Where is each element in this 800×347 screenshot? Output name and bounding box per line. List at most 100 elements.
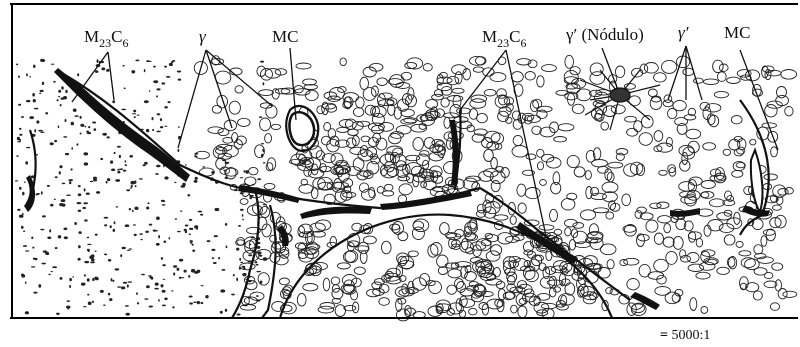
precipitate-speck xyxy=(184,229,187,231)
precipitate-speck xyxy=(42,82,44,85)
precipitate-speck xyxy=(156,217,160,220)
precipitate-speck xyxy=(145,231,149,233)
precipitate-speck xyxy=(240,209,244,211)
precipitate-speck xyxy=(47,237,51,240)
precipitate-speck xyxy=(141,274,145,276)
precipitate-speck xyxy=(41,191,43,194)
precipitate-speck xyxy=(84,274,86,276)
precipitate-speck xyxy=(94,277,98,279)
precipitate-speck xyxy=(68,179,73,181)
precipitate-speck xyxy=(134,116,136,118)
precipitate-speck xyxy=(31,237,33,240)
precipitate-speck xyxy=(149,90,151,91)
precipitate-speck xyxy=(40,90,44,92)
precipitate-speck xyxy=(116,206,119,207)
precipitate-speck xyxy=(93,177,97,180)
precipitate-speck xyxy=(201,302,204,304)
precipitate-speck xyxy=(215,208,220,211)
precipitate-speck xyxy=(162,201,165,202)
precipitate-speck xyxy=(178,149,180,152)
precipitate-speck xyxy=(169,63,173,66)
precipitate-speck xyxy=(90,261,95,263)
precipitate-speck xyxy=(72,276,74,277)
precipitate-speck xyxy=(202,166,205,167)
precipitate-speck xyxy=(189,219,192,221)
precipitate-speck xyxy=(128,281,133,282)
precipitate-speck xyxy=(33,65,36,68)
precipitate-speck xyxy=(194,225,198,228)
precipitate-speck xyxy=(78,231,81,234)
precipitate-speck xyxy=(263,162,266,163)
precipitate-speck xyxy=(57,99,59,101)
precipitate-speck xyxy=(69,285,71,288)
precipitate-speck xyxy=(62,183,66,185)
precipitate-speck xyxy=(131,70,135,73)
precipitate-speck xyxy=(240,177,243,178)
precipitate-speck xyxy=(226,245,228,248)
precipitate-speck xyxy=(137,115,140,116)
precipitate-speck xyxy=(144,298,148,300)
precipitate-speck xyxy=(189,228,193,230)
precipitate-speck xyxy=(115,179,120,182)
precipitate-speck xyxy=(133,224,136,225)
precipitate-speck xyxy=(84,126,86,128)
precipitate-speck xyxy=(156,131,161,133)
precipitate-speck xyxy=(174,182,176,183)
precipitate-speck xyxy=(18,104,21,106)
precipitate-speck xyxy=(78,185,81,187)
precipitate-speck xyxy=(112,100,115,103)
precipitate-speck xyxy=(161,82,165,84)
precipitate-speck xyxy=(173,265,177,267)
precipitate-speck xyxy=(240,262,243,263)
precipitate-speck xyxy=(36,154,38,156)
precipitate-speck xyxy=(155,173,159,175)
precipitate-speck xyxy=(129,248,132,249)
precipitate-speck xyxy=(125,164,127,166)
precipitate-speck xyxy=(38,130,43,132)
precipitate-speck xyxy=(67,307,69,310)
precipitate-speck xyxy=(156,88,160,90)
precipitate-speck xyxy=(189,296,193,298)
precipitate-speck xyxy=(32,93,35,97)
precipitate-speck xyxy=(125,305,129,307)
precipitate-speck xyxy=(84,152,89,155)
precipitate-speck xyxy=(17,141,21,142)
precipitate-speck xyxy=(237,314,241,316)
precipitate-speck xyxy=(33,99,36,102)
precipitate-speck xyxy=(212,257,215,259)
precipitate-speck xyxy=(86,193,90,195)
precipitate-speck xyxy=(129,208,131,210)
precipitate-speck xyxy=(39,93,41,94)
label-gamma-prime-nodule: γ′ (Nódulo) xyxy=(565,25,644,44)
precipitate-speck xyxy=(164,106,168,108)
precipitate-speck xyxy=(41,263,46,265)
precipitate-speck xyxy=(22,274,26,277)
precipitate-speck xyxy=(194,180,198,183)
precipitate-speck xyxy=(132,113,136,114)
precipitate-speck xyxy=(104,217,109,219)
precipitate-speck xyxy=(90,181,93,182)
precipitate-speck xyxy=(164,241,167,243)
precipitate-speck xyxy=(95,234,98,236)
precipitate-speck xyxy=(185,225,189,227)
label-mc-left: MC xyxy=(272,27,298,46)
precipitate-speck xyxy=(69,278,72,281)
precipitate-speck xyxy=(129,155,133,158)
precipitate-speck xyxy=(107,178,110,181)
precipitate-speck xyxy=(84,162,88,165)
precipitate-speck xyxy=(51,64,55,65)
scale-bar-label: = 5000:1 xyxy=(660,328,710,343)
precipitate-speck xyxy=(38,284,41,288)
precipitate-speck xyxy=(139,178,143,179)
precipitate-speck xyxy=(149,276,152,278)
precipitate-speck xyxy=(94,128,97,131)
precipitate-speck xyxy=(257,178,261,180)
precipitate-speck xyxy=(236,278,238,282)
precipitate-speck xyxy=(125,224,130,227)
precipitate-speck xyxy=(36,194,38,196)
precipitate-speck xyxy=(179,259,183,262)
precipitate-speck xyxy=(92,122,96,124)
precipitate-speck xyxy=(59,165,62,168)
precipitate-speck xyxy=(65,90,67,93)
precipitate-speck xyxy=(164,298,167,301)
